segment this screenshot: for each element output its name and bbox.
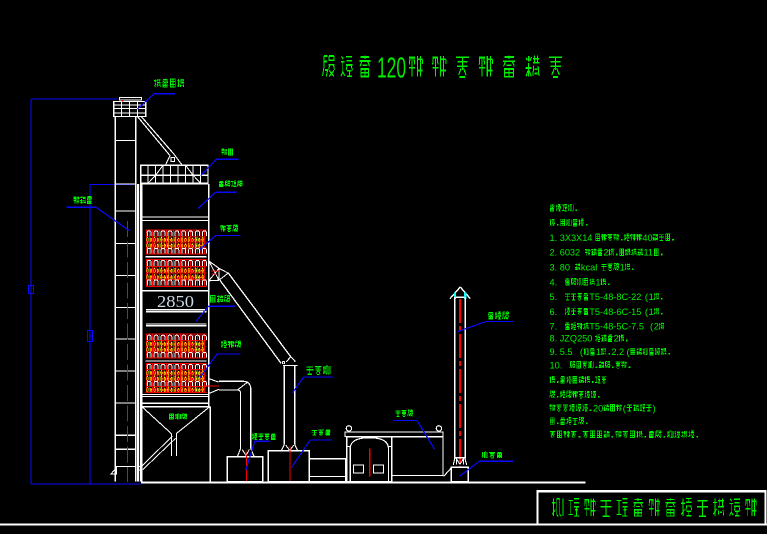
svg-text:2: 2 [614, 334, 619, 344]
svg-text:9. 5.5: 9. 5.5 [550, 347, 573, 357]
svg-text:(: ( [650, 321, 654, 332]
svg-text:(: ( [645, 306, 649, 317]
svg-text:(: ( [627, 346, 631, 357]
svg-text:4.: 4. [550, 277, 558, 287]
svg-text:1: 1 [649, 307, 654, 317]
svg-text:7.: 7. [550, 322, 558, 332]
svg-text:40: 40 [642, 233, 652, 243]
svg-text:5.: 5. [550, 292, 558, 302]
svg-text:3. 80: 3. 80 [550, 263, 570, 273]
svg-text:(: ( [580, 346, 584, 357]
svg-text:2. 6032: 2. 6032 [550, 248, 581, 258]
svg-text:2850: 2850 [157, 292, 194, 311]
svg-text:2.2: 2.2 [611, 347, 624, 357]
svg-text:11: 11 [644, 248, 654, 258]
svg-text:10.: 10. [550, 360, 563, 370]
svg-text:2: 2 [654, 322, 659, 332]
svg-text:): ) [653, 402, 656, 413]
svg-text:6.: 6. [550, 307, 558, 317]
svg-text:(: ( [645, 291, 649, 302]
svg-text:(: ( [623, 402, 627, 413]
svg-text:1: 1 [649, 292, 654, 302]
svg-text:1: 1 [596, 347, 601, 357]
svg-text:2: 2 [603, 248, 608, 258]
svg-text:1: 1 [595, 277, 600, 287]
svg-text:120: 120 [377, 53, 406, 85]
svg-text:T5-48-8C-22: T5-48-8C-22 [589, 292, 641, 302]
svg-text:20: 20 [593, 403, 603, 413]
svg-text:T5-48-6C-15: T5-48-6C-15 [589, 307, 641, 317]
svg-text:T5-48-5C-7.5: T5-48-5C-7.5 [589, 322, 644, 332]
svg-text:1. 3X3X14: 1. 3X3X14 [550, 233, 593, 243]
svg-text:1: 1 [620, 263, 625, 273]
svg-text:kcal: kcal [581, 263, 597, 273]
svg-text:8. JZQ250: 8. JZQ250 [550, 334, 593, 344]
